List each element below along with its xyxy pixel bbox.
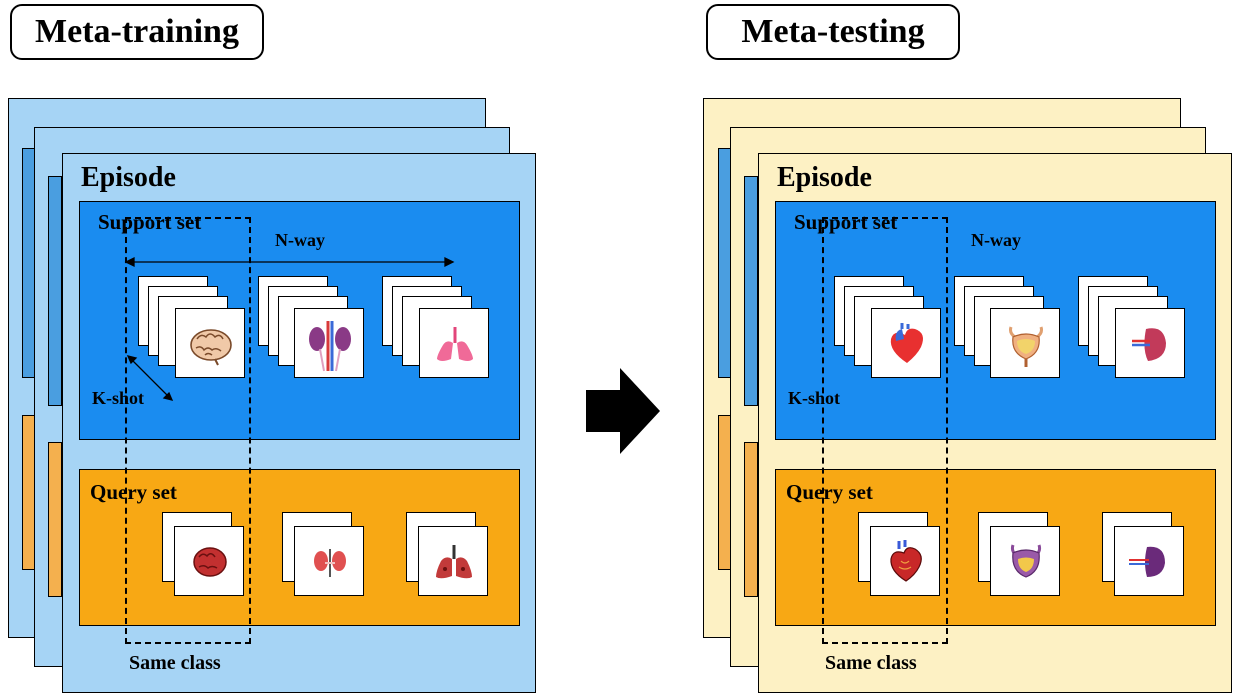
testing-support-label: Support set bbox=[794, 210, 898, 234]
testing-query-tile-heart bbox=[870, 526, 940, 596]
testing-n-way-label: N-way bbox=[971, 230, 1021, 250]
training-k-shot-arrow bbox=[126, 355, 174, 401]
training-support-tile-lungs bbox=[419, 308, 489, 378]
training-same-class-box bbox=[125, 217, 251, 644]
testing-query-set: Query set bbox=[775, 469, 1216, 626]
training-query-tile-lungs bbox=[418, 526, 488, 596]
testing-support-tile-heart bbox=[871, 308, 941, 378]
transition-arrow-icon bbox=[586, 368, 660, 454]
testing-same-class-label: Same class bbox=[825, 652, 917, 674]
testing-same-class-box bbox=[822, 217, 948, 644]
bladder-icon bbox=[1009, 326, 1043, 367]
testing-back-strip-blue-2 bbox=[744, 176, 758, 406]
training-support-tile-kidneys bbox=[294, 308, 364, 378]
training-n-way-arrow bbox=[124, 256, 455, 268]
training-support-set: Support set N-way K-shot bbox=[79, 201, 520, 440]
heart-icon bbox=[890, 323, 923, 363]
training-episode-label: Episode bbox=[81, 162, 176, 193]
testing-query-label: Query set bbox=[786, 480, 873, 504]
testing-episode-card: Episode Support set N-way K-shot bbox=[758, 153, 1232, 693]
training-query-tile-kidneys bbox=[294, 526, 364, 596]
meta-training-title: Meta-training bbox=[10, 4, 264, 60]
testing-support-tile-spleen bbox=[1115, 308, 1185, 378]
testing-support-set: Support set N-way K-shot bbox=[775, 201, 1216, 440]
training-support-tile-brain bbox=[175, 308, 245, 378]
spleen-icon bbox=[1132, 328, 1166, 361]
training-query-label: Query set bbox=[90, 480, 177, 504]
testing-k-shot-label: K-shot bbox=[788, 388, 841, 408]
training-query-set: Query set bbox=[79, 469, 520, 626]
training-back-strip-orange-2 bbox=[48, 442, 62, 597]
training-k-shot-label: K-shot bbox=[92, 388, 145, 408]
testing-query-tile-bladder bbox=[990, 526, 1060, 596]
testing-episode-label: Episode bbox=[777, 162, 872, 193]
meta-testing-title: Meta-testing bbox=[706, 4, 960, 60]
training-n-way-label: N-way bbox=[275, 230, 325, 250]
kidneys-icon bbox=[309, 321, 351, 372]
training-back-strip-blue-2 bbox=[48, 176, 62, 406]
testing-support-tile-bladder bbox=[990, 308, 1060, 378]
brain-icon bbox=[190, 329, 232, 366]
testing-query-tile-spleen bbox=[1114, 526, 1184, 596]
bladder-icon bbox=[1010, 544, 1042, 578]
meta-testing-title-text: Meta-testing bbox=[741, 13, 925, 50]
lungs-icon bbox=[437, 327, 473, 361]
training-query-tile-brain bbox=[174, 526, 244, 596]
training-support-label: Support set bbox=[98, 210, 202, 234]
testing-back-strip-orange-2 bbox=[744, 442, 758, 597]
heart-icon bbox=[890, 540, 922, 582]
meta-training-title-text: Meta-training bbox=[35, 13, 239, 50]
lungs-icon bbox=[436, 545, 472, 579]
brain-icon bbox=[193, 547, 227, 577]
training-episode-card: Episode Support set N-way K-shot bbox=[62, 153, 536, 693]
spleen-icon bbox=[1129, 546, 1165, 577]
kidneys-icon bbox=[314, 549, 346, 577]
training-same-class-label: Same class bbox=[129, 652, 221, 674]
